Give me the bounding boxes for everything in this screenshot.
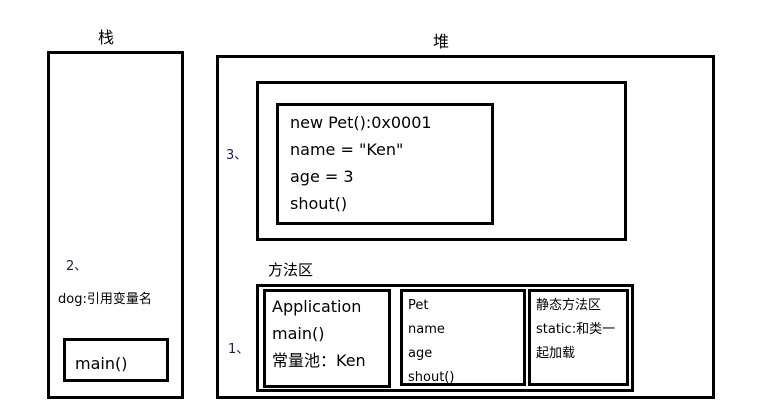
static-method-area: 静态方法区 static:和类一 起加载 xyxy=(528,289,629,386)
step-1-label: 1、 xyxy=(228,342,250,357)
class-line: age xyxy=(408,346,433,361)
class-line: name xyxy=(408,322,445,337)
stack-box xyxy=(47,51,184,399)
class-line: shout() xyxy=(408,370,455,385)
heap-title: 堆 xyxy=(433,32,450,51)
static-line: static:和类一 xyxy=(536,322,616,337)
class-line: 常量池：Ken xyxy=(272,351,366,370)
object-field: shout() xyxy=(290,194,348,213)
stack-title: 栈 xyxy=(98,28,115,47)
class-line: Application xyxy=(272,297,362,316)
step-3-label: 3、 xyxy=(226,148,248,163)
heap-box xyxy=(216,55,715,399)
reference-variable-label: dog:引用变量名 xyxy=(58,292,152,307)
static-line: 起加载 xyxy=(536,346,576,361)
pet-object-fields: new Pet():0x0001 name = "Ken" age = 3 sh… xyxy=(290,109,432,217)
method-area-title: 方法区 xyxy=(268,261,314,279)
class-line: main() xyxy=(272,324,325,343)
object-field: name = "Ken" xyxy=(290,140,404,159)
pet-object xyxy=(276,103,494,225)
class-line: Pet xyxy=(408,298,429,313)
main-frame xyxy=(63,338,169,382)
object-field: age = 3 xyxy=(290,167,354,186)
application-class xyxy=(263,289,391,388)
main-frame-label: main() xyxy=(75,354,128,373)
step-2-label: 2、 xyxy=(66,259,88,274)
object-field: new Pet():0x0001 xyxy=(290,113,432,132)
pet-class: Pet name age shout() xyxy=(400,289,526,386)
application-class-content: Application main() 常量池：Ken xyxy=(272,293,366,374)
method-area-box xyxy=(256,284,634,392)
static-line: 静态方法区 xyxy=(536,298,602,313)
object-area xyxy=(256,81,627,241)
